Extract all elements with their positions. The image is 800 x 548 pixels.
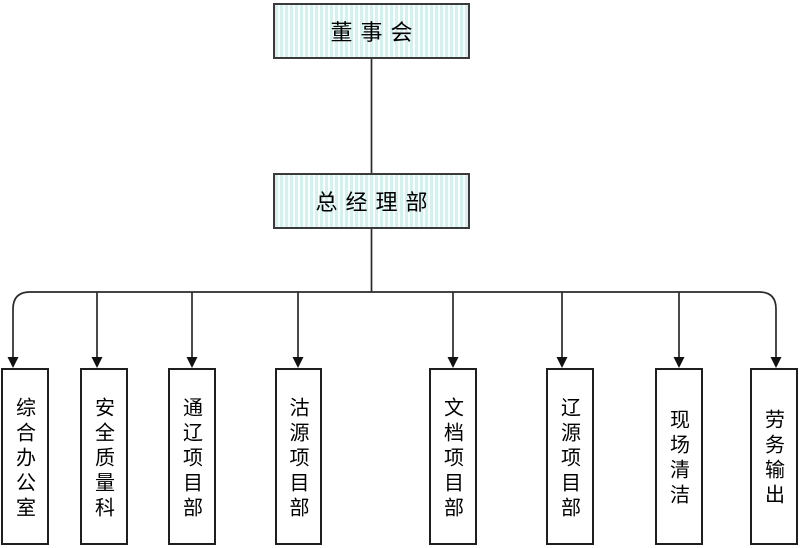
org-node-dept-guyuan-project: 沽源项目部 bbox=[275, 368, 322, 545]
arrowhead-7 bbox=[673, 357, 685, 368]
org-node-general-manager-label: 总经理部 bbox=[315, 191, 436, 216]
dept-label: 文档项目部 bbox=[440, 396, 465, 522]
dept-label: 沽源项目部 bbox=[286, 396, 310, 522]
arrowhead-2 bbox=[91, 357, 103, 368]
org-node-dept-general-office: 综合办公室 bbox=[1, 368, 49, 545]
org-node-dept-tongliao-project: 通辽项目部 bbox=[168, 368, 216, 545]
dept-label: 现场清洁 bbox=[666, 409, 691, 509]
dept-label: 安全质量科 bbox=[91, 396, 116, 522]
org-node-board: 董事会 bbox=[273, 3, 470, 59]
arrowhead-8 bbox=[770, 357, 782, 368]
org-node-general-manager: 总经理部 bbox=[273, 173, 470, 229]
org-node-dept-safety-quality: 安全质量科 bbox=[80, 368, 128, 545]
arrowhead-5 bbox=[447, 357, 459, 368]
arrowhead-6 bbox=[556, 357, 568, 368]
arrowhead-3 bbox=[186, 357, 198, 368]
arrowhead-4 bbox=[292, 357, 304, 368]
edge-bus bbox=[12, 291, 777, 358]
org-node-dept-labor-export: 劳务输出 bbox=[750, 368, 798, 545]
org-node-dept-liaoyuan-project: 辽源项目部 bbox=[546, 368, 594, 545]
dept-label: 辽源项目部 bbox=[557, 396, 582, 522]
dept-label: 劳务输出 bbox=[761, 409, 786, 509]
org-node-board-label: 董事会 bbox=[330, 21, 421, 46]
dept-label: 通辽项目部 bbox=[179, 396, 204, 522]
dept-label: 综合办公室 bbox=[12, 396, 37, 522]
org-node-dept-document-project: 文档项目部 bbox=[429, 368, 477, 545]
arrowhead-1 bbox=[7, 357, 19, 368]
org-node-dept-site-cleaning: 现场清洁 bbox=[655, 368, 703, 545]
